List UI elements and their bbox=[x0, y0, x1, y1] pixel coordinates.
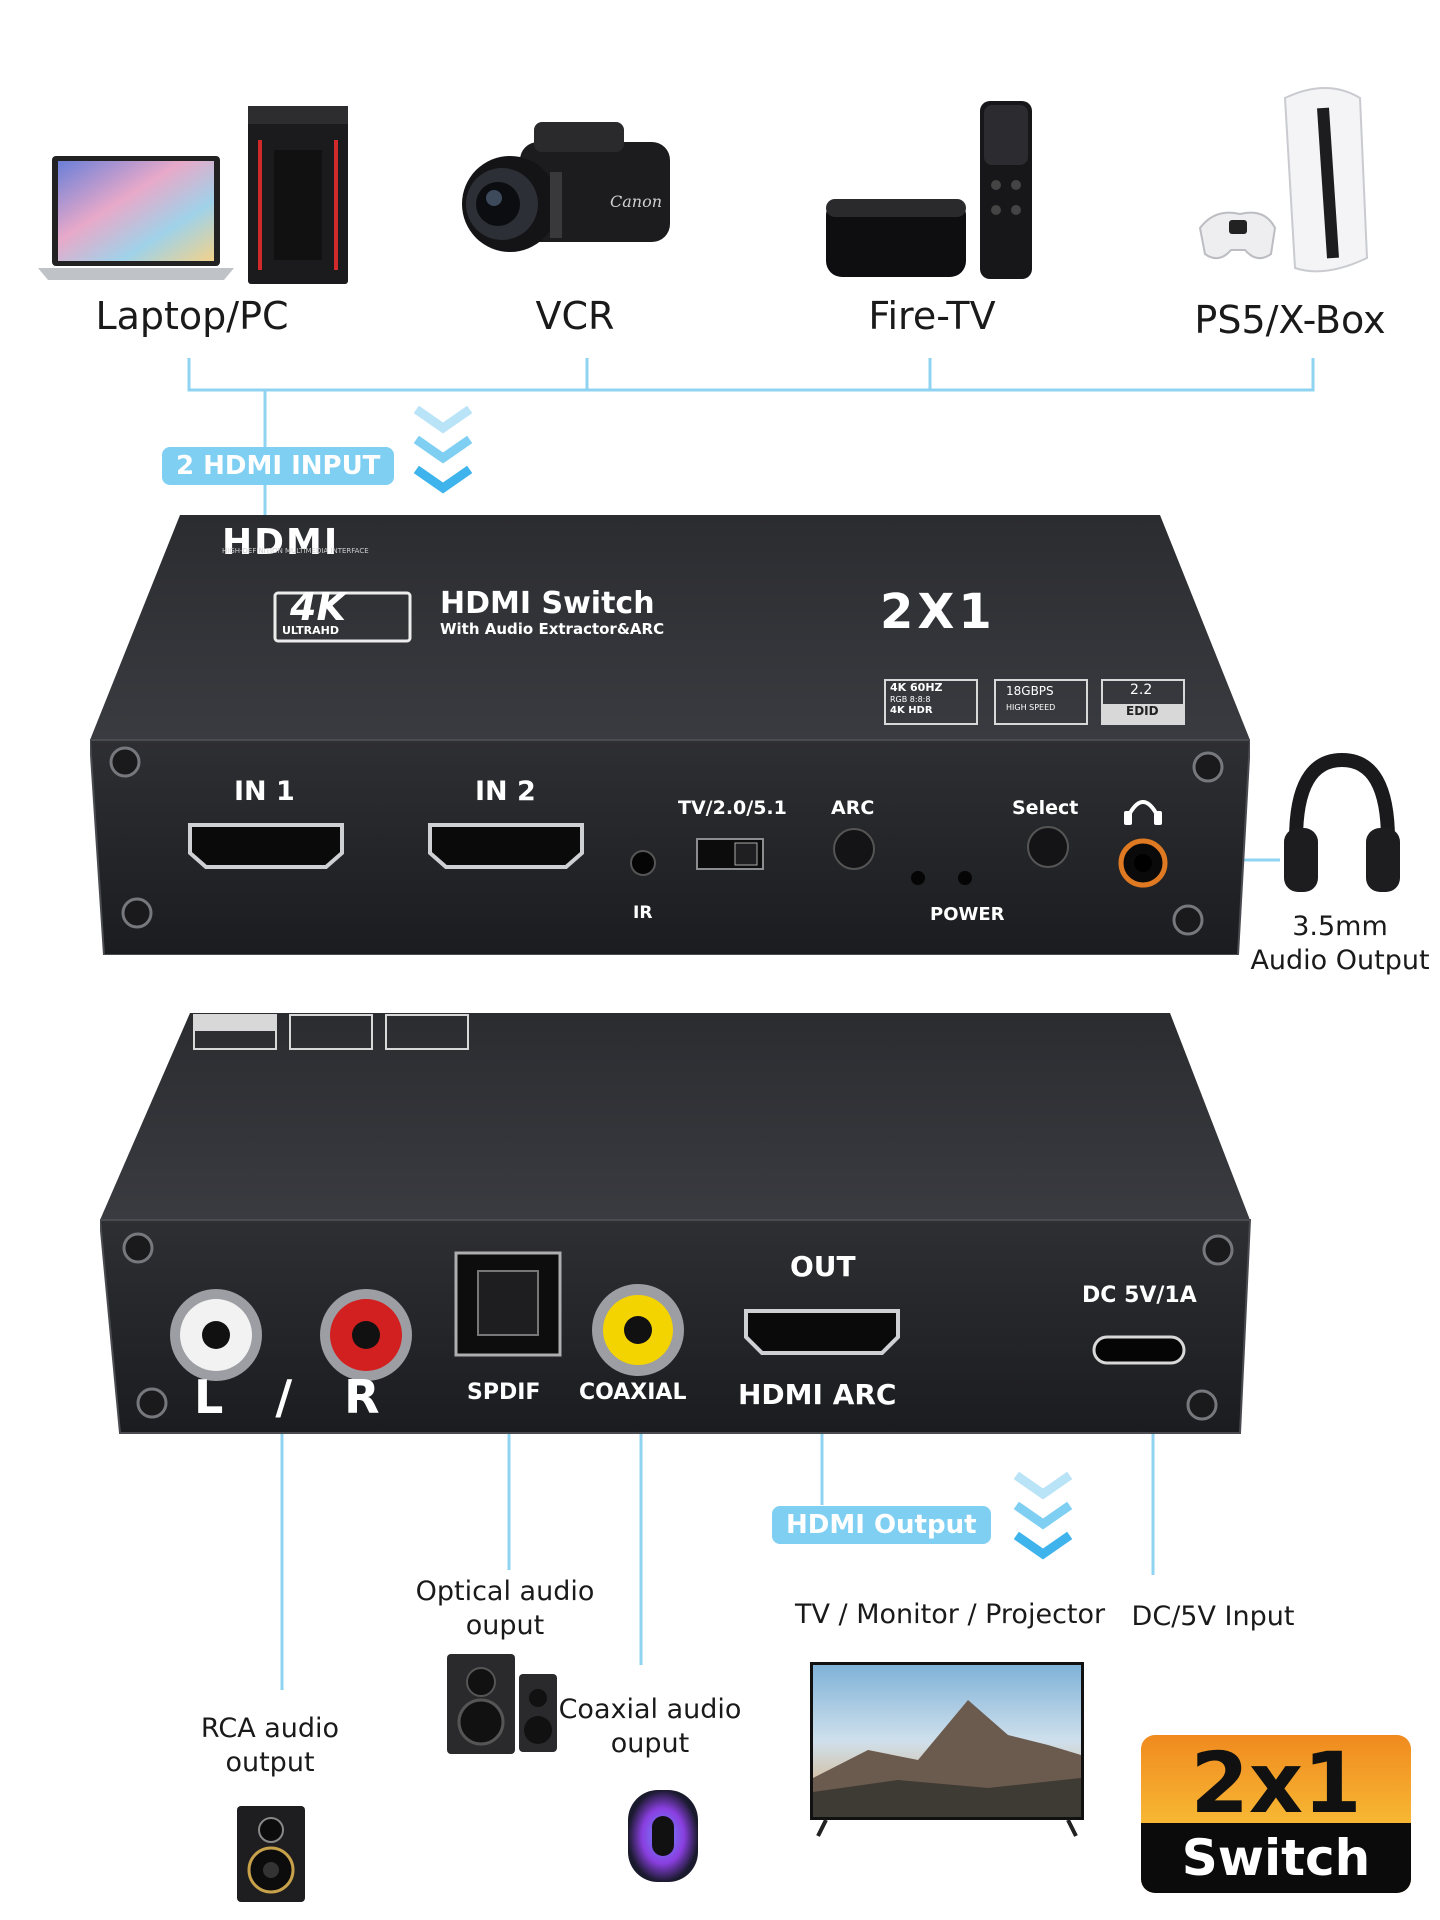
ir-label: IR bbox=[633, 903, 653, 923]
audio-output-caption-1: 3.5mm bbox=[1292, 911, 1388, 942]
out-label: OUT bbox=[790, 1250, 856, 1283]
tv-caption: TV / Monitor / Projector bbox=[795, 1599, 1106, 1630]
rca-caption-1: RCA audio bbox=[200, 1713, 340, 1744]
mode-switch-label: TV/2.0/5.1 bbox=[678, 797, 787, 819]
coaxial-caption-1: Coaxial audio bbox=[558, 1694, 742, 1725]
tv-monitor-icon bbox=[808, 1660, 1086, 1838]
camcorder-icon: Canon bbox=[450, 112, 690, 272]
hdmi-logo: HDMI bbox=[222, 522, 340, 563]
port-in1-label: IN 1 bbox=[234, 776, 295, 807]
audio-output-caption-2: Audio Output bbox=[1250, 945, 1430, 976]
power-led-label: POWER bbox=[930, 904, 1005, 925]
spec-22: 2.2 bbox=[1130, 682, 1153, 698]
spec-4khdr: 4K HDR bbox=[890, 705, 933, 716]
hdmi-input-tag: 2 HDMI INPUT bbox=[162, 447, 395, 485]
badge-4k: 4K bbox=[290, 585, 346, 629]
source-label-laptop-pc: Laptop/PC bbox=[95, 294, 289, 338]
select-button-label: Select bbox=[1012, 797, 1079, 819]
hdmi-arc-label: HDMI ARC bbox=[738, 1378, 897, 1411]
hdmi-logo-sub: HIGH-DEFINITION MULTIMEDIA INTERFACE bbox=[222, 547, 369, 555]
laptop-pc-icon bbox=[38, 100, 358, 290]
badge-switch-text: Switch bbox=[1181, 1829, 1371, 1887]
spec-rgb: RGB 8:8:8 bbox=[890, 695, 931, 704]
badge-ratio: 2x1 bbox=[1190, 1735, 1362, 1832]
dc-input-caption: DC/5V Input bbox=[1131, 1601, 1295, 1632]
spec-18gbps: 18GBPS bbox=[1006, 684, 1054, 698]
smart-speaker-icon bbox=[624, 1786, 702, 1886]
hdmi-output-tag: HDMI Output bbox=[772, 1506, 991, 1544]
source-label-ps5-xbox: PS5/X-Box bbox=[1194, 298, 1386, 342]
port-in2-label: IN 2 bbox=[475, 776, 536, 807]
device-ratio: 2X1 bbox=[880, 584, 996, 640]
coaxial-caption-2: ouput bbox=[610, 1728, 690, 1759]
badge-bottom-band bbox=[1141, 1823, 1411, 1893]
spdif-label: SPDIF bbox=[467, 1380, 541, 1405]
spec-high-speed: HIGH SPEED bbox=[1006, 703, 1056, 712]
spec-4k60: 4K 60HZ bbox=[890, 681, 943, 694]
svg-text:Canon: Canon bbox=[610, 192, 662, 211]
device-subtitle: With Audio Extractor&ARC bbox=[440, 620, 665, 638]
optical-caption-1: Optical audio bbox=[415, 1576, 595, 1607]
dc-label: DC 5V/1A bbox=[1082, 1283, 1197, 1308]
rca-caption-2: output bbox=[225, 1747, 315, 1778]
spec-edid: EDID bbox=[1126, 704, 1159, 718]
studio-speaker-icon bbox=[235, 1804, 307, 1904]
streaming-box-icon bbox=[820, 95, 1040, 285]
badge-ultrahd: ULTRAHD bbox=[282, 624, 339, 637]
switch-back-view bbox=[98, 1005, 1260, 1435]
source-label-fire-tv: Fire-TV bbox=[868, 294, 996, 338]
2x1-switch-badge: 2x1 Switch bbox=[1141, 1735, 1411, 1893]
switch-front-view bbox=[88, 505, 1252, 956]
optical-caption-2: ouput bbox=[465, 1610, 545, 1641]
rca-lr-label: L / R bbox=[194, 1370, 398, 1424]
bookshelf-speakers-icon bbox=[445, 1652, 560, 1757]
headphones-icon bbox=[1282, 750, 1402, 900]
coaxial-label: COAXIAL bbox=[579, 1380, 687, 1405]
source-label-vcr: VCR bbox=[535, 294, 615, 338]
arc-button-label: ARC bbox=[831, 797, 875, 819]
device-title: HDMI Switch bbox=[440, 586, 655, 621]
game-console-icon bbox=[1195, 78, 1385, 283]
